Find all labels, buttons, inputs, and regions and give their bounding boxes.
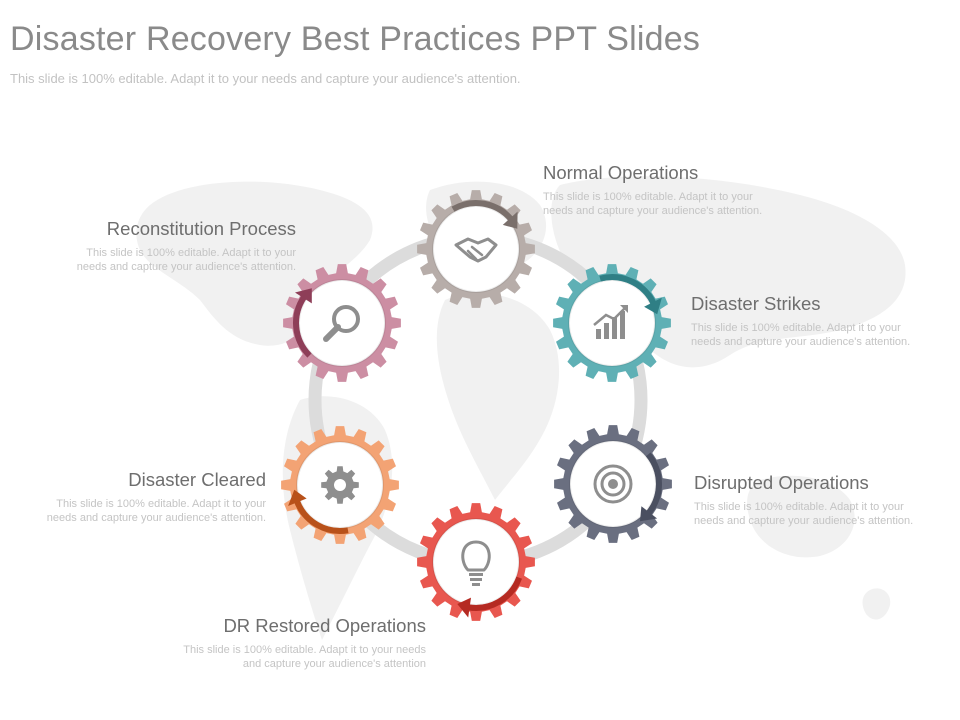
arrow-head	[457, 597, 471, 618]
gear-normal-operations	[417, 190, 535, 308]
step-label-dr-restored-operations: DR Restored Operations This slide is 100…	[176, 615, 426, 671]
step-description: This slide is 100% editable. Adapt it to…	[46, 498, 266, 524]
arrow-head	[640, 506, 658, 522]
cycle-arrow	[645, 452, 662, 516]
step-title: Normal Operations	[543, 162, 699, 183]
step-title: Disaster Strikes	[691, 293, 821, 314]
step-description: This slide is 100% editable. Adapt it to…	[183, 644, 426, 670]
step-label-disaster-cleared: Disaster Cleared This slide is 100% edit…	[26, 469, 266, 525]
step-description: This slide is 100% editable. Adapt it to…	[76, 247, 296, 273]
arrow-head	[502, 211, 518, 229]
step-description: This slide is 100% editable. Adapt it to…	[691, 322, 911, 348]
step-title: Disaster Cleared	[128, 469, 266, 490]
cycle-arrow	[467, 576, 523, 611]
slide-title: Disaster Recovery Best Practices PPT Sli…	[10, 20, 701, 58]
step-description: This slide is 100% editable. Adapt it to…	[543, 191, 763, 217]
cycle-arrow	[293, 499, 349, 534]
gear-face	[299, 280, 385, 366]
step-label-disrupted-operations: Disrupted Operations This slide is 100% …	[694, 472, 929, 528]
arrow-head	[295, 288, 312, 304]
step-title: Reconstitution Process	[106, 218, 296, 239]
lightbulb-icon	[461, 540, 491, 586]
slide-subtitle: This slide is 100% editable. Adapt it to…	[10, 71, 521, 86]
cycle-arrow	[451, 200, 514, 222]
step-title: DR Restored Operations	[223, 615, 426, 636]
step-label-disaster-strikes: Disaster Strikes This slide is 100% edit…	[691, 293, 926, 349]
gear-face	[433, 519, 519, 605]
gear-disaster-cleared	[281, 426, 399, 544]
settings-gear-icon	[321, 466, 359, 504]
cycle-arrow	[599, 274, 657, 305]
magnifier-icon	[323, 305, 360, 342]
target-icon	[593, 464, 633, 504]
arrow-head	[288, 489, 307, 506]
step-title: Disrupted Operations	[694, 472, 869, 493]
step-label-normal-operations: Normal Operations This slide is 100% edi…	[543, 162, 783, 218]
step-description: This slide is 100% editable. Adapt it to…	[694, 501, 914, 527]
gear-disaster-strikes	[553, 264, 671, 382]
growth-chart-icon	[593, 305, 628, 339]
gear-reconstitution-process	[283, 264, 401, 382]
handshake-icon	[454, 237, 498, 263]
step-label-reconstitution-process: Reconstitution Process This slide is 100…	[56, 218, 296, 274]
arrow-head	[644, 297, 662, 315]
cycle-arrow	[293, 294, 312, 358]
gear-disrupted-operations	[554, 425, 672, 543]
gear-dr-restored-operations	[417, 503, 535, 621]
